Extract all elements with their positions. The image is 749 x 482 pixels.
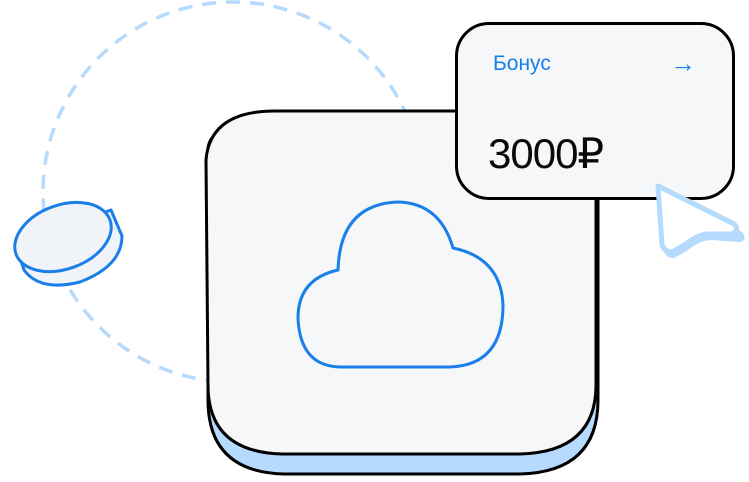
arrow-right-icon[interactable]: → bbox=[670, 48, 696, 78]
coin-icon bbox=[13, 200, 124, 287]
bonus-card[interactable]: Бонус → 3000₽ bbox=[455, 22, 735, 200]
bonus-amount: 3000₽ bbox=[488, 130, 604, 177]
bonus-title: Бонус bbox=[493, 52, 551, 75]
cloud-icon bbox=[296, 200, 505, 369]
